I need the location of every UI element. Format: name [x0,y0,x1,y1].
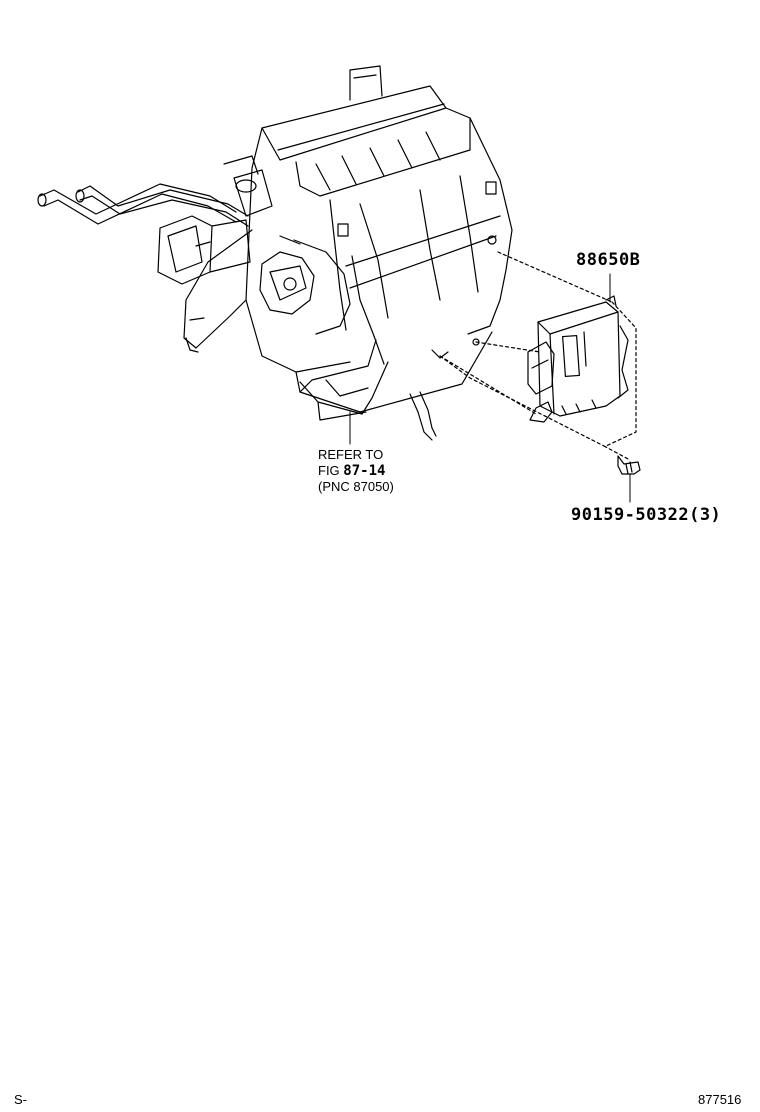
footer-left-mark: S- [14,1092,27,1107]
reference-fig-number: 87-14 [343,463,386,479]
figure-id: 877516 [698,1092,742,1107]
reference-fig-prefix: FIG [318,463,340,478]
reference-line-2: FIG 87-14 [318,463,394,479]
ac-amplifier-module [527,295,629,423]
callout-leader-lines [349,273,631,503]
blower-motor [259,235,351,335]
heater-unit-housing [183,65,513,441]
air-duct-opening [157,215,251,285]
mounting-leader-lines [439,251,637,461]
heater-pipes [37,155,273,227]
callout-88650B: 88650B [576,250,641,270]
reference-line-1: REFER TO [318,447,384,462]
screw [617,455,641,475]
reference-line-3: (PNC 87050) [318,479,394,494]
reference-note: REFER TO FIG 87-14 (PNC 87050) [318,447,394,495]
callout-screw-part-number: 90159-50322(3) [571,505,722,525]
